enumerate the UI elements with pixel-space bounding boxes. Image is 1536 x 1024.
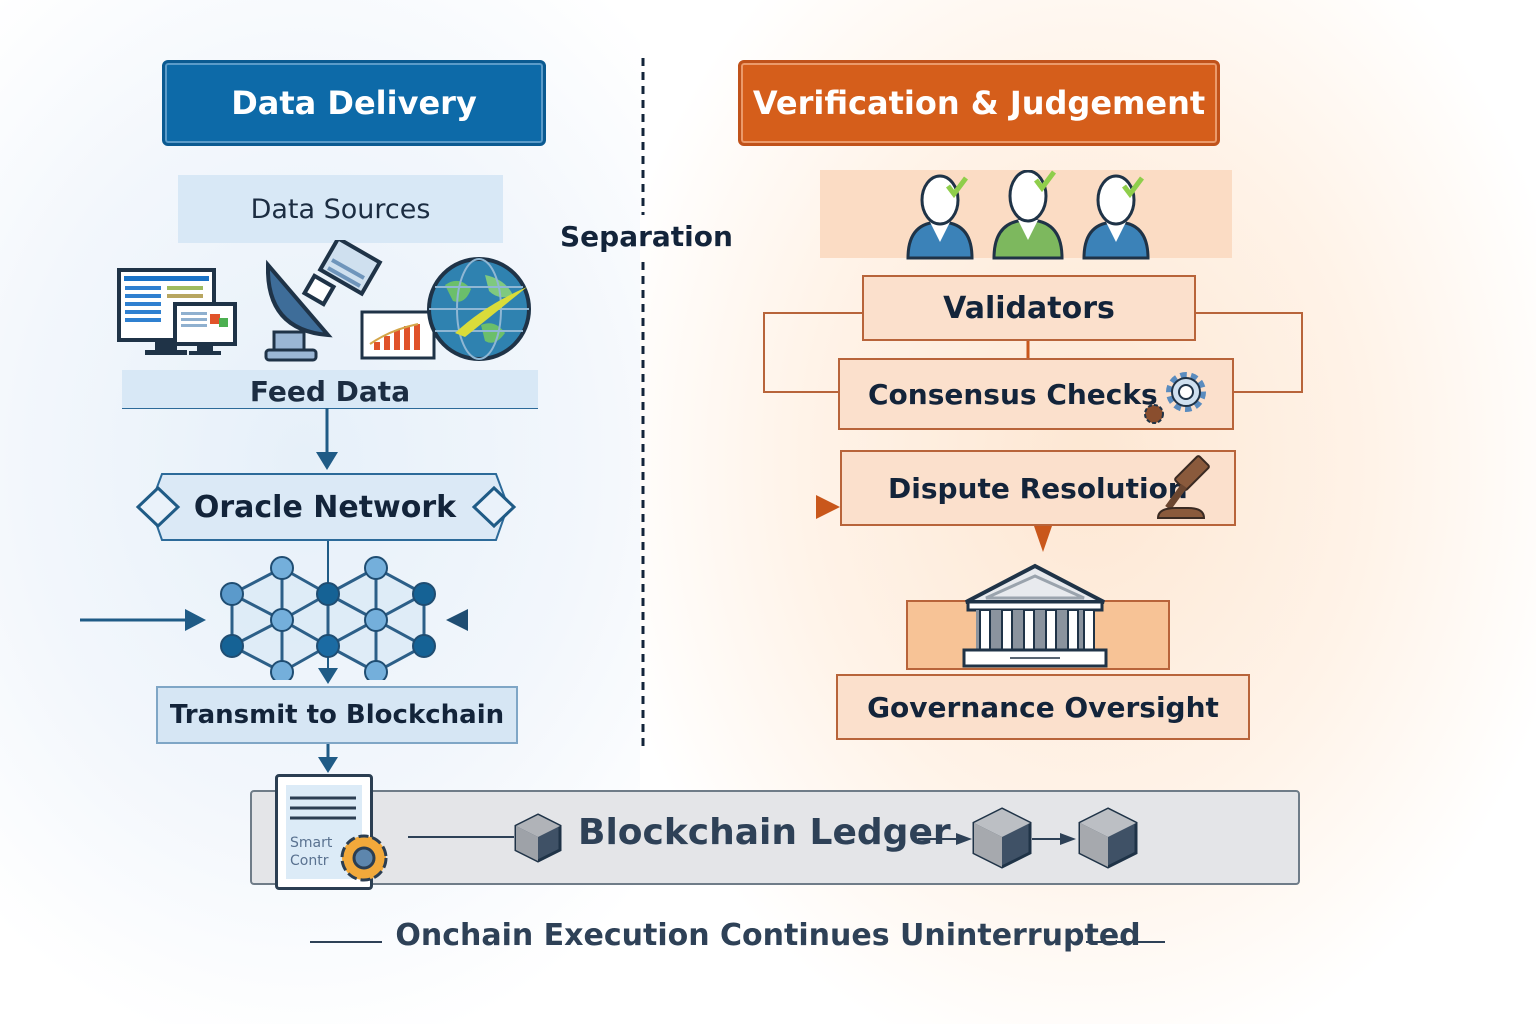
oracle-to-dispute-arrowhead xyxy=(816,495,840,519)
verification-header-label: Verification & Judgement xyxy=(752,84,1206,122)
oracle-diamond-right xyxy=(471,485,517,529)
feed-data-box: Feed Data xyxy=(122,370,538,408)
validator-person-icon xyxy=(992,170,1064,260)
governance-to-network-arrowhead xyxy=(446,609,468,631)
ledger-chain xyxy=(408,807,1138,869)
validators-box: Validators xyxy=(862,275,1196,341)
satellite-dish-icon xyxy=(264,240,383,362)
consensus-label: Consensus Checks xyxy=(868,377,1158,411)
validator-person-icon xyxy=(1082,174,1150,260)
block-cube-icon xyxy=(514,813,562,863)
oracle-network-box: Oracle Network xyxy=(170,475,480,539)
transmit-to-contract-arrowhead xyxy=(318,757,338,773)
transmit-box: Transmit to Blockchain xyxy=(156,686,518,744)
validator-icons-group xyxy=(906,170,1150,260)
governance-label: Governance Oversight xyxy=(867,690,1219,724)
feed-data-label: Feed Data xyxy=(249,375,411,408)
block-cube-icon xyxy=(1078,807,1138,869)
transmit-label: Transmit to Blockchain xyxy=(169,700,505,730)
validator-person-icon xyxy=(906,174,974,260)
footer-caption: Onchain Execution Continues Uninterrupte… xyxy=(395,918,1141,953)
feed-to-oracle-arrowhead xyxy=(316,452,338,470)
validators-bracket-right xyxy=(1196,312,1303,393)
data-delivery-header: Data Delivery xyxy=(162,60,546,146)
network-arrow-left-head xyxy=(185,609,206,631)
oracle-network-label: Oracle Network xyxy=(193,489,457,525)
oracle-network-shape xyxy=(135,473,517,541)
gavel-icon xyxy=(1156,455,1210,519)
dispute-label: Dispute Resolution xyxy=(888,471,1188,505)
validators-label: Validators xyxy=(943,290,1115,326)
oracle-diamond-left xyxy=(135,485,181,529)
courthouse-icon xyxy=(962,563,1108,668)
separation-label: Separation xyxy=(560,220,733,253)
dashboard-monitor-icon xyxy=(117,268,237,355)
blockchain-ledger-label: Blockchain Ledger xyxy=(578,812,951,853)
data-delivery-header-label: Data Delivery xyxy=(231,84,477,122)
document-lines-icon xyxy=(290,796,356,820)
bar-chart-icon xyxy=(360,310,436,360)
block-cube-icon xyxy=(972,807,1032,869)
network-to-transmit-arrowhead xyxy=(318,668,338,684)
consensus-checks-box: Consensus Checks xyxy=(838,358,1234,430)
data-sources-box: Data Sources xyxy=(178,175,503,243)
data-sources-label: Data Sources xyxy=(250,193,431,225)
validators-bracket-left xyxy=(763,312,862,393)
globe-icon xyxy=(427,257,531,361)
node-network-icon xyxy=(220,556,436,680)
governance-oversight-box: Governance Oversight xyxy=(836,674,1250,740)
dispute-to-governance-arrowhead xyxy=(1034,526,1052,552)
smart-contract-gear-icon xyxy=(340,834,388,882)
verification-header: Verification & Judgement xyxy=(738,60,1220,146)
gears-icon xyxy=(1144,372,1206,424)
